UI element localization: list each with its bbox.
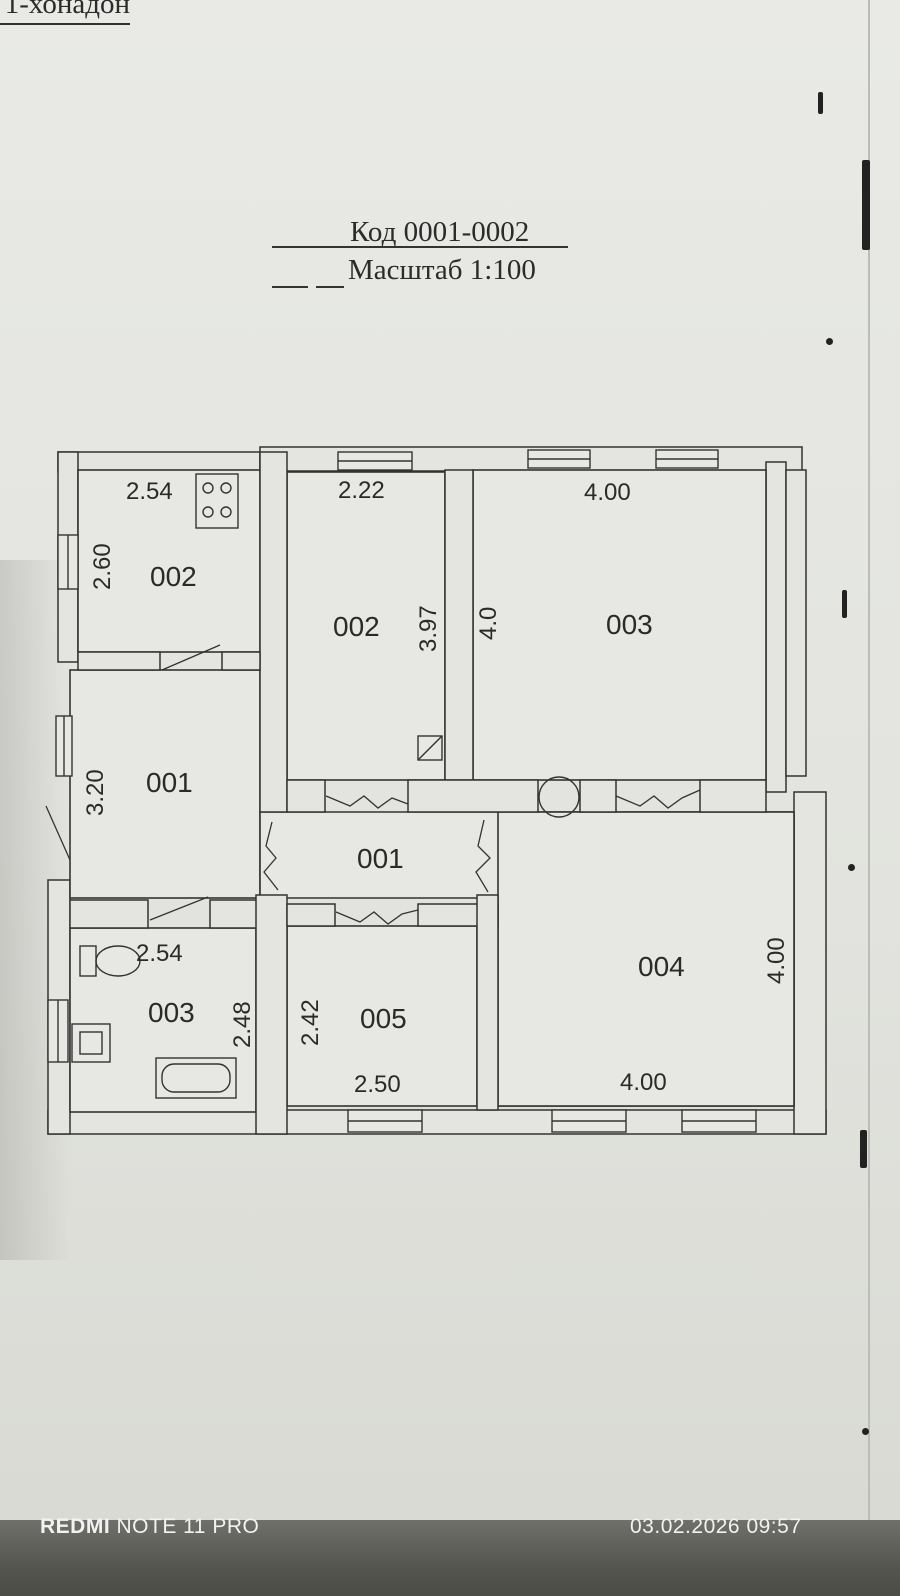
door-entrance [45,805,71,861]
column-icon [538,776,580,818]
dimension-label: 2.54 [136,940,183,967]
dimension-label: 4.00 [763,937,790,984]
dimension-label: 3.20 [82,769,109,816]
door-bathroom [149,896,209,921]
wall-stub [77,651,161,671]
room-kitchen [77,469,261,653]
photo-overlay-bar [0,1520,900,1596]
device-watermark: REDMI NOTE 11 PRO [40,1515,259,1539]
device-brand: REDMI [40,1515,111,1538]
scale-label: Масштаб 1:100 [348,254,536,286]
wall-stub [407,779,539,813]
door-corridor-right [475,819,491,893]
code-label: Код 0001-0002 [350,216,530,248]
dimension-label: 2.60 [89,543,116,590]
dimension-label: 4.00 [620,1069,667,1096]
wall-interior-1 [259,451,288,813]
room-number: 003 [148,997,195,1028]
binder-dot [862,1428,869,1435]
device-model: NOTE 11 PRO [116,1515,260,1538]
toilet-icon [79,945,141,977]
room-d [497,811,795,1107]
door-corridor-left [263,821,279,891]
wall-top-left [57,451,261,473]
timestamp-date: 03.02.2026 [630,1515,741,1538]
wall-stub [69,899,149,929]
binder-mark [842,590,847,618]
wall-stub [209,899,261,929]
stove-icon [195,473,239,529]
paper-edge [868,0,870,1520]
room-a [286,471,446,781]
room-number: 002 [150,561,197,592]
door-room-b [615,789,701,809]
room-c [286,925,478,1107]
dimension-label: 2.22 [338,477,385,504]
wall-interior-3 [255,894,288,1135]
wall-stub [579,779,617,813]
wall-right-lower [793,791,827,1135]
wall-right-inner [785,469,807,777]
binder-dot [826,338,833,345]
dimension-label: 3.97 [415,605,442,652]
room-number: 001 [357,843,404,874]
room-number: 003 [606,609,653,640]
dimension-label: 4.0 [475,607,502,640]
chimney-icon [417,735,443,761]
code-underline [272,246,568,248]
scale-rule-short [272,286,308,288]
dimension-label: 2.50 [354,1071,401,1098]
timestamp: 03.02.2026 09:57 [630,1515,802,1539]
dimension-label: 2.54 [126,478,173,505]
document-title: и 1-хонадон [0,0,130,25]
wall-interior-4 [476,894,499,1111]
door-room-c [335,909,419,925]
wall-stub [286,779,326,813]
sink-icon [71,1023,111,1063]
room-number: 001 [146,767,193,798]
binder-mark [862,160,870,250]
wall-interior-2 [444,469,474,781]
room-hall-left [69,669,261,899]
wall-right-upper [765,461,787,793]
dimension-label: 2.48 [229,1001,256,1048]
dimension-label: 2.42 [297,999,324,1046]
bathtub-icon [155,1057,237,1099]
room-number: 004 [638,951,685,982]
wall-stub [699,779,767,813]
room-number: 002 [333,611,380,642]
timestamp-time: 09:57 [746,1515,802,1538]
wall-stub [286,903,336,927]
wall-stub [221,651,261,671]
dimension-label: 4.00 [584,479,631,506]
door-kitchen [161,644,221,671]
binder-dot [848,864,855,871]
binder-mark [860,1130,867,1168]
scale-rule-short-2 [316,286,344,288]
room-bathroom [69,927,257,1113]
room-number: 005 [360,1003,407,1034]
door-room-a [325,795,409,809]
binder-mark [818,92,823,114]
room-b [472,469,767,781]
